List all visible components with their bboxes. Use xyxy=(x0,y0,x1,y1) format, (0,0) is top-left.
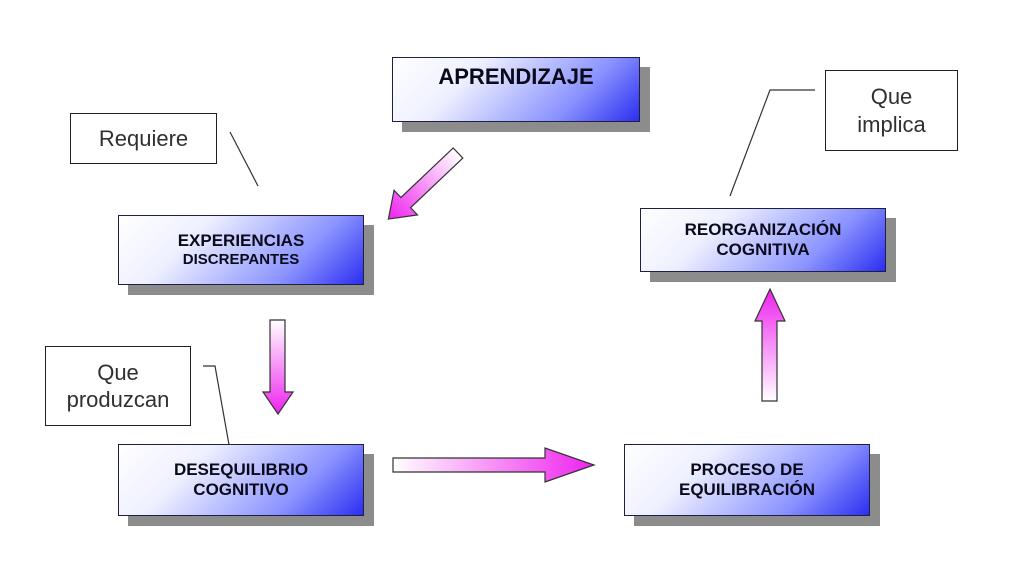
node-experiencias-line-1: EXPERIENCIAS xyxy=(177,230,305,250)
node-aprendizaje-label: APRENDIZAJE xyxy=(438,64,594,89)
arrow-proceso-to-reorganizacion xyxy=(754,287,786,402)
note-requiere-label: Requiere xyxy=(98,125,189,151)
arrow-aprendizaje-to-experiencias xyxy=(387,147,464,220)
callout-line-que-implica xyxy=(729,89,815,197)
node-experiencias-discrepantes: EXPERIENCIAS DISCREPANTES xyxy=(118,215,364,285)
note-que-produzcan-line-2: produzcan xyxy=(66,387,170,412)
note-que-implica-line-1: Que xyxy=(870,84,913,109)
node-reorganizacion-line-2: COGNITIVA xyxy=(716,240,810,259)
node-proceso-line-2: EQUILIBRACIÓN xyxy=(679,480,815,499)
callout-line-requiere xyxy=(229,131,259,187)
node-reorganizacion-cognitiva: REORGANIZACIÓN COGNITIVA xyxy=(640,208,886,272)
arrow-desequilibrio-to-proceso xyxy=(392,447,596,483)
node-aprendizaje: APRENDIZAJE xyxy=(392,57,640,122)
node-proceso-line-1: PROCESO DE xyxy=(690,459,804,479)
note-requiere: Requiere xyxy=(70,113,217,164)
node-experiencias-line-2: DISCREPANTES xyxy=(182,251,300,269)
node-desequilibrio-cognitivo: DESEQUILIBRIO COGNITIVO xyxy=(118,444,364,516)
note-que-produzcan: Que produzcan xyxy=(45,346,191,426)
note-que-implica-line-2: implica xyxy=(857,111,926,137)
node-proceso-de-equilibracion: PROCESO DE EQUILIBRACIÓN xyxy=(624,444,870,516)
node-desequilibrio-line-1: DESEQUILIBRIO xyxy=(173,459,309,479)
callout-line-que-produzcan xyxy=(203,365,232,457)
note-que-produzcan-line-1: Que xyxy=(97,359,139,385)
node-desequilibrio-line-2: COGNITIVO xyxy=(193,480,289,499)
node-reorganizacion-line-1: REORGANIZACIÓN xyxy=(684,219,842,239)
arrow-experiencias-to-desequilibrio xyxy=(261,319,295,416)
note-que-implica: Que implica xyxy=(825,70,958,151)
